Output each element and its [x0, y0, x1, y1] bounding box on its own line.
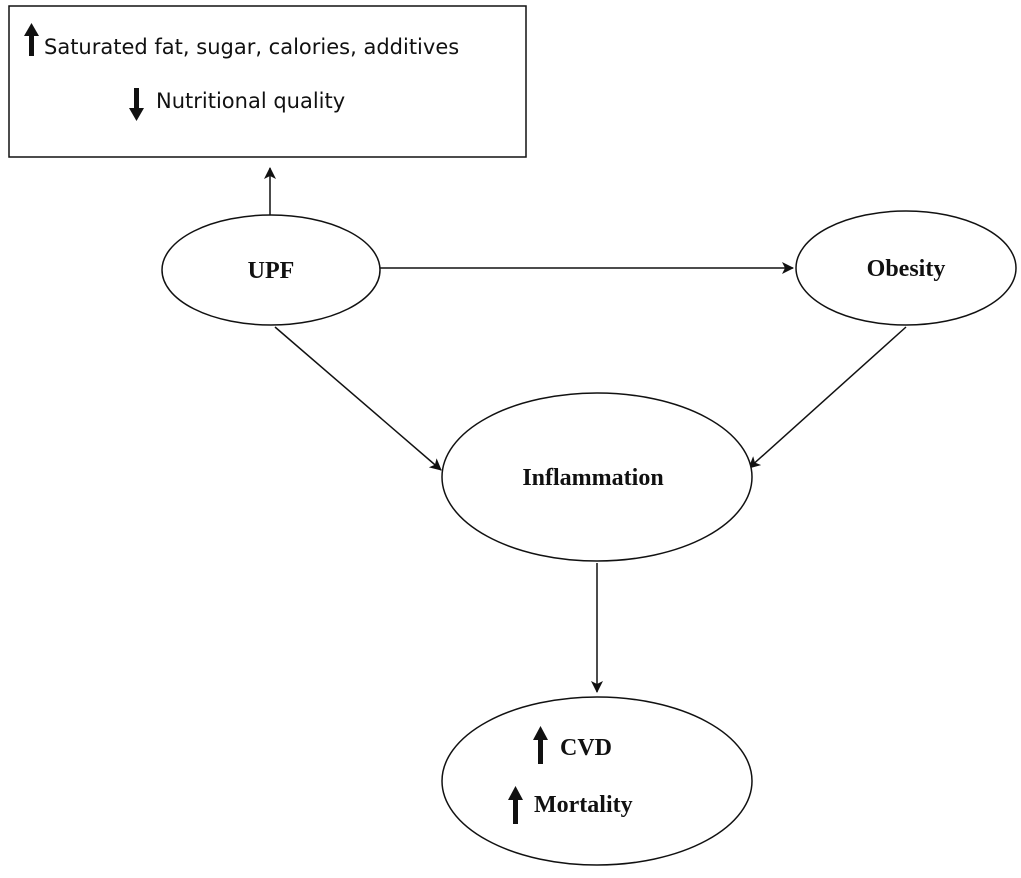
- box-line-decrease: Nutritional quality: [156, 89, 345, 113]
- node-inflammation: [441, 392, 753, 562]
- node-obesity: [795, 210, 1017, 326]
- node-mortality-label: Mortality: [534, 792, 633, 818]
- cvd-increase-arrow-icon: [533, 726, 548, 764]
- increase-arrow-icon: [24, 23, 39, 56]
- mortality-increase-arrow-icon: [508, 786, 523, 824]
- node-obesity-label: Obesity: [867, 256, 946, 282]
- edge-obesity-to-inflammation: [748, 326, 907, 469]
- nutrient-box: [8, 5, 527, 158]
- node-cvd-label: CVD: [560, 735, 612, 761]
- decrease-arrow-icon: [129, 88, 144, 121]
- edge-upf-to-inflammation: [274, 326, 442, 471]
- node-inflammation-label: Inflammation: [522, 465, 663, 491]
- node-upf: [161, 214, 381, 326]
- node-outcomes: [441, 696, 753, 866]
- box-line-increase: Saturated fat, sugar, calories, additive…: [44, 35, 459, 59]
- node-upf-label: UPF: [248, 258, 295, 284]
